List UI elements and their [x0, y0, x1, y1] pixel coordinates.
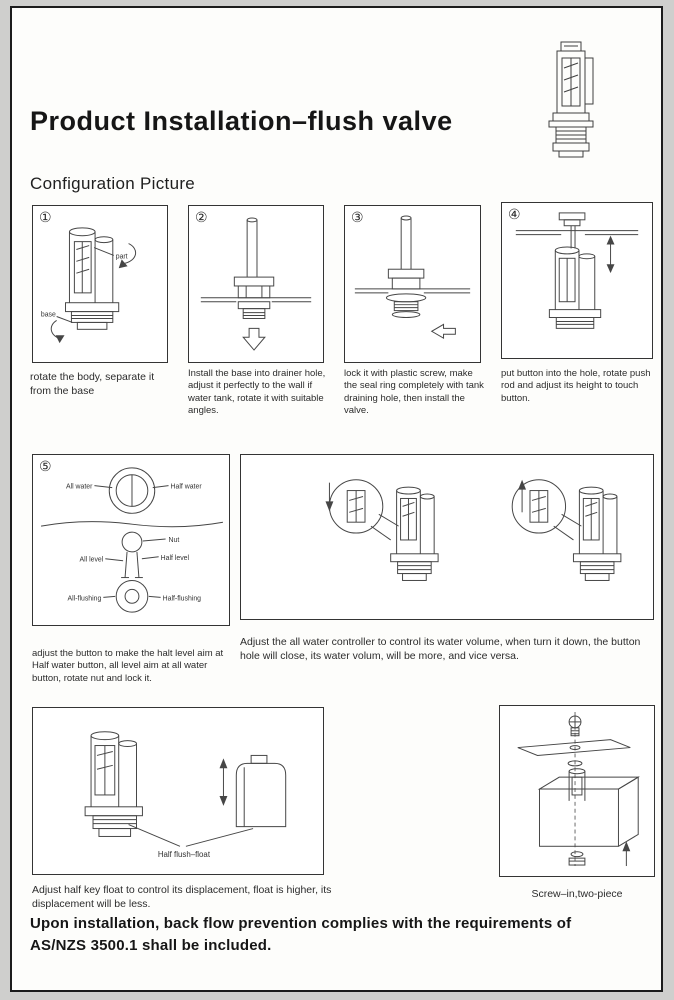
seal-lock-drawing: [354, 215, 471, 340]
water-volume-adjust-figure: [240, 454, 654, 620]
all-water-label: All water: [66, 484, 93, 491]
step-5-number: ⑤: [39, 458, 52, 474]
step-5-figure: ⑤ All water: [32, 454, 230, 626]
water-volume-adjust-drawing: [325, 479, 622, 581]
step-3-number: ③: [351, 209, 364, 225]
step-5-drawing: All water Half water Nut All level Half …: [40, 467, 224, 613]
screw-in-drawing: [517, 712, 640, 867]
step-4-number: ④: [508, 206, 521, 222]
manual-page: Product Installation–flush valve Configu…: [10, 6, 663, 992]
part-label: part: [116, 253, 128, 260]
water-volume-adjust-caption: Adjust the all water controller to contr…: [240, 636, 641, 662]
float-valve-drawing: [84, 731, 287, 847]
half-flushing-label: Half-flushing: [163, 595, 202, 602]
button-top-view-drawing: [40, 467, 224, 613]
screw-in-caption: Screw–in,two-piece: [531, 888, 623, 900]
all-level-label: All level: [80, 557, 104, 564]
base-label: base: [41, 312, 56, 319]
button-rod-drawing: [515, 212, 639, 329]
step-2-caption: Install the base into drainer hole, adju…: [188, 368, 326, 417]
flush-valve-product-illustration: [548, 41, 594, 158]
step-2-number: ②: [195, 209, 208, 225]
step-2-drawing: [200, 217, 312, 351]
half-float-figure: Half flush–float: [32, 707, 324, 875]
half-water-label: Half water: [171, 484, 203, 491]
section-title-configuration-picture: Configuration Picture: [30, 174, 196, 193]
step-3-caption: lock it with plastic screw, make the sea…: [344, 368, 484, 417]
step-4-drawing: [515, 212, 639, 329]
step-4-caption: put button into the hole, rotate push ro…: [501, 368, 651, 404]
step-4-figure: ④: [501, 202, 653, 359]
base-install-drawing: [200, 217, 312, 351]
tank-exploded-drawing: [517, 712, 640, 867]
step-1-figure: ①: [32, 205, 168, 363]
valve-body-drawing: [50, 227, 137, 344]
screw-in-figure: [499, 705, 655, 877]
compliance-note: Upon installation, back flow prevention …: [30, 915, 572, 954]
step-3-drawing: [354, 215, 471, 340]
half-float-drawing: Half flush–float: [84, 731, 287, 859]
step-1-number: ①: [39, 209, 52, 225]
half-flush-float-label: Half flush–float: [158, 850, 211, 859]
step-1-drawing: part base: [41, 227, 137, 344]
half-level-label: Half level: [161, 555, 190, 562]
step-2-figure: ②: [188, 205, 324, 363]
step-1-caption: rotate the body, separate it from the ba…: [30, 371, 155, 397]
page-title: Product Installation–flush valve: [30, 106, 453, 136]
all-flushing-label: All-flushing: [68, 595, 102, 602]
step-5-caption: adjust the button to make the halt level…: [32, 648, 224, 684]
step-3-figure: ③: [344, 205, 481, 363]
half-float-caption: Adjust half key float to control its dis…: [32, 884, 332, 910]
nut-label: Nut: [169, 537, 180, 544]
